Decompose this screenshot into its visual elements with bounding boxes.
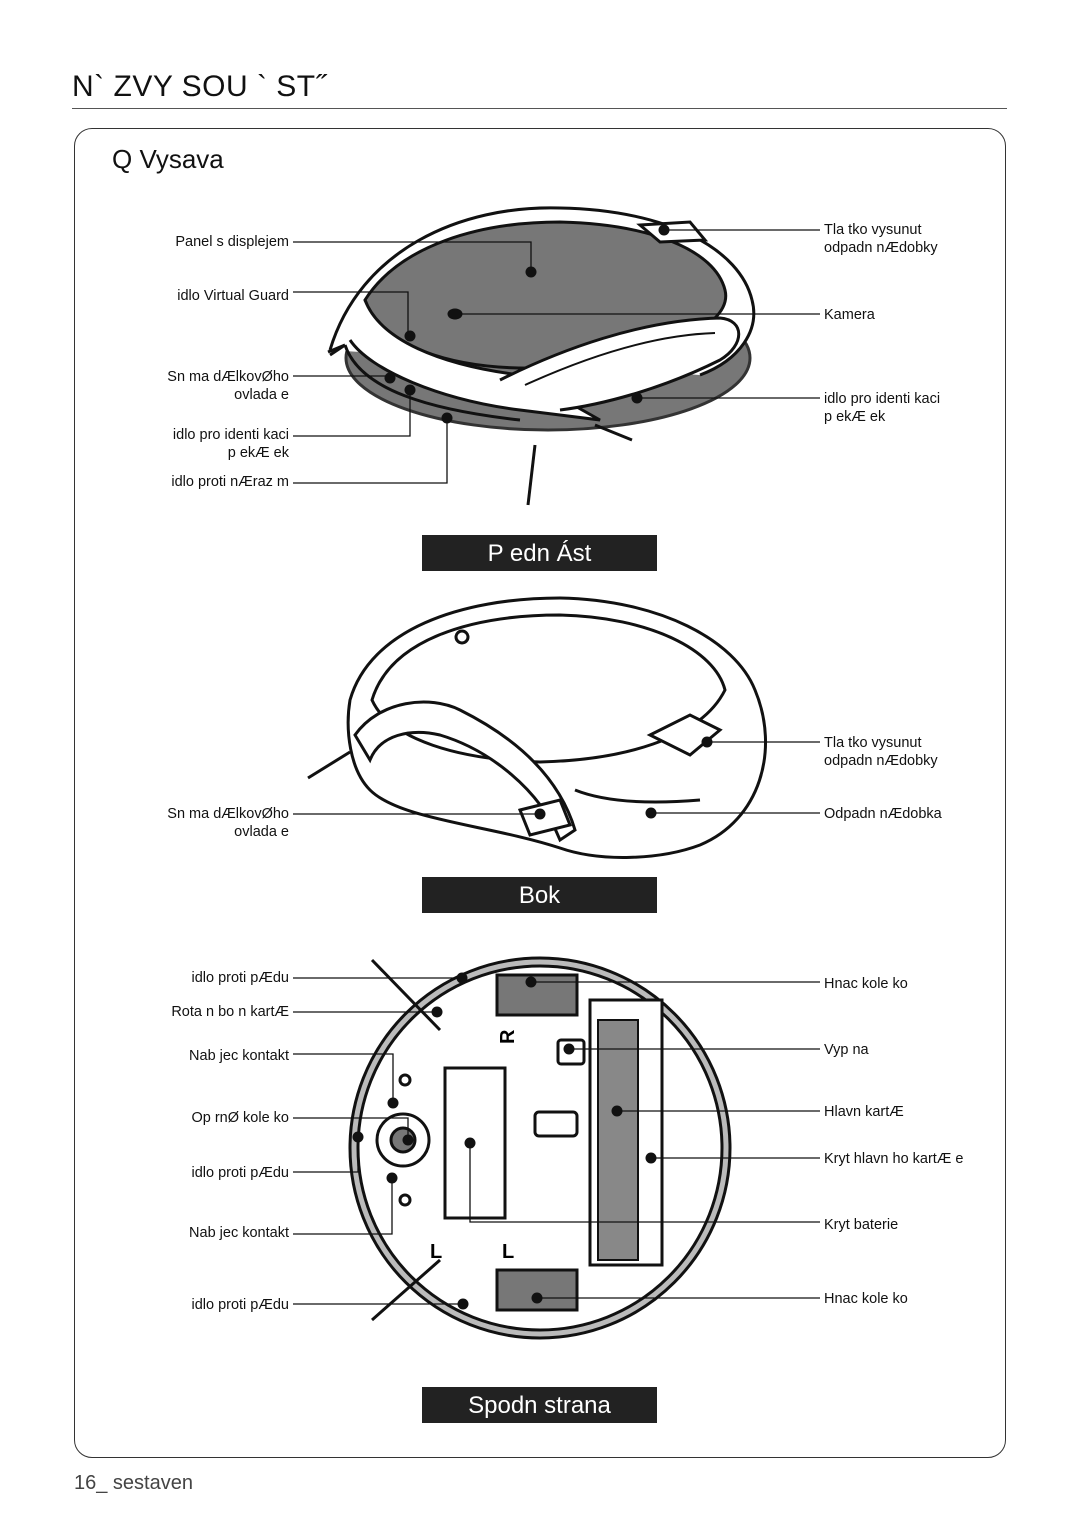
robot-side-illustration — [307, 596, 767, 859]
label-side-brush: Rota n bo n kartÆ — [171, 1004, 289, 1020]
label-remote-receiver: Sn ma dÆlkovØho ovlada e — [167, 369, 289, 403]
label-main-brush: Hlavn kartÆ — [824, 1104, 904, 1120]
label-display-panel: Panel s displejem — [175, 234, 289, 250]
section-title: Q Vysava — [112, 144, 224, 174]
label-caster-wheel: Op rnØ kole ko — [191, 1110, 289, 1126]
label-virtual-guard-sensor: idlo Virtual Guard — [177, 288, 289, 304]
label-charging-contact-2: Nab jec kontakt — [189, 1225, 289, 1241]
label-charging-contact-1: Nab jec kontakt — [189, 1048, 289, 1064]
page-footer: 16_ sestaven — [74, 1472, 193, 1494]
wheel-mark-l1: L — [430, 1241, 442, 1263]
label-drive-wheel-2: Hnac kole ko — [824, 1291, 908, 1307]
leader-lines — [293, 229, 820, 1305]
wheel-mark-l2: L — [502, 1241, 514, 1263]
label-drive-wheel-1: Hnac kole ko — [824, 976, 908, 992]
label-battery-cover: Kryt baterie — [824, 1217, 899, 1233]
label-cliff-sensor-3: idlo proti pÆdu — [191, 1297, 289, 1313]
content-frame — [74, 128, 1006, 1458]
banner-bottom-view: Spodn strana — [422, 1387, 657, 1423]
label-main-brush-cover: Kryt hlavn ho kartÆ e — [824, 1151, 964, 1167]
label-dust-bin: Odpadn nÆdobka — [824, 806, 942, 822]
label-side-remote-receiver: Sn ma dÆlkovØho ovlada e — [167, 806, 289, 840]
label-cliff-sensor-1: idlo proti pÆdu — [191, 970, 289, 986]
robot-front-illustration — [327, 206, 756, 506]
robot-bottom-illustration — [348, 956, 732, 1340]
label-bin-eject-button: Tla tko vysunut odpadn nÆdobky — [824, 222, 938, 256]
wheel-mark-r: R — [497, 1029, 519, 1044]
banner-side-view: Bok — [422, 877, 657, 913]
label-bumper-sensor: idlo proti nÆraz m — [171, 474, 289, 490]
label-cliff-sensor-2: idlo proti pÆdu — [191, 1165, 289, 1181]
label-side-bin-eject-button: Tla tko vysunut odpadn nÆdobky — [824, 735, 938, 769]
label-obstacle-id-sensor-right: idlo pro identi kaci p ekÆ ek — [824, 391, 941, 425]
title-divider — [72, 108, 1007, 109]
callout-dots — [352, 224, 713, 1310]
label-obstacle-id-sensor: idlo pro identi kaci p ekÆ ek — [172, 427, 289, 461]
page-title: N` ZVY SOU ` ST˝ — [72, 70, 327, 103]
label-power-switch: Vyp na — [824, 1042, 869, 1058]
banner-front-view: P edn Ást — [422, 535, 657, 571]
label-camera: Kamera — [824, 307, 875, 323]
